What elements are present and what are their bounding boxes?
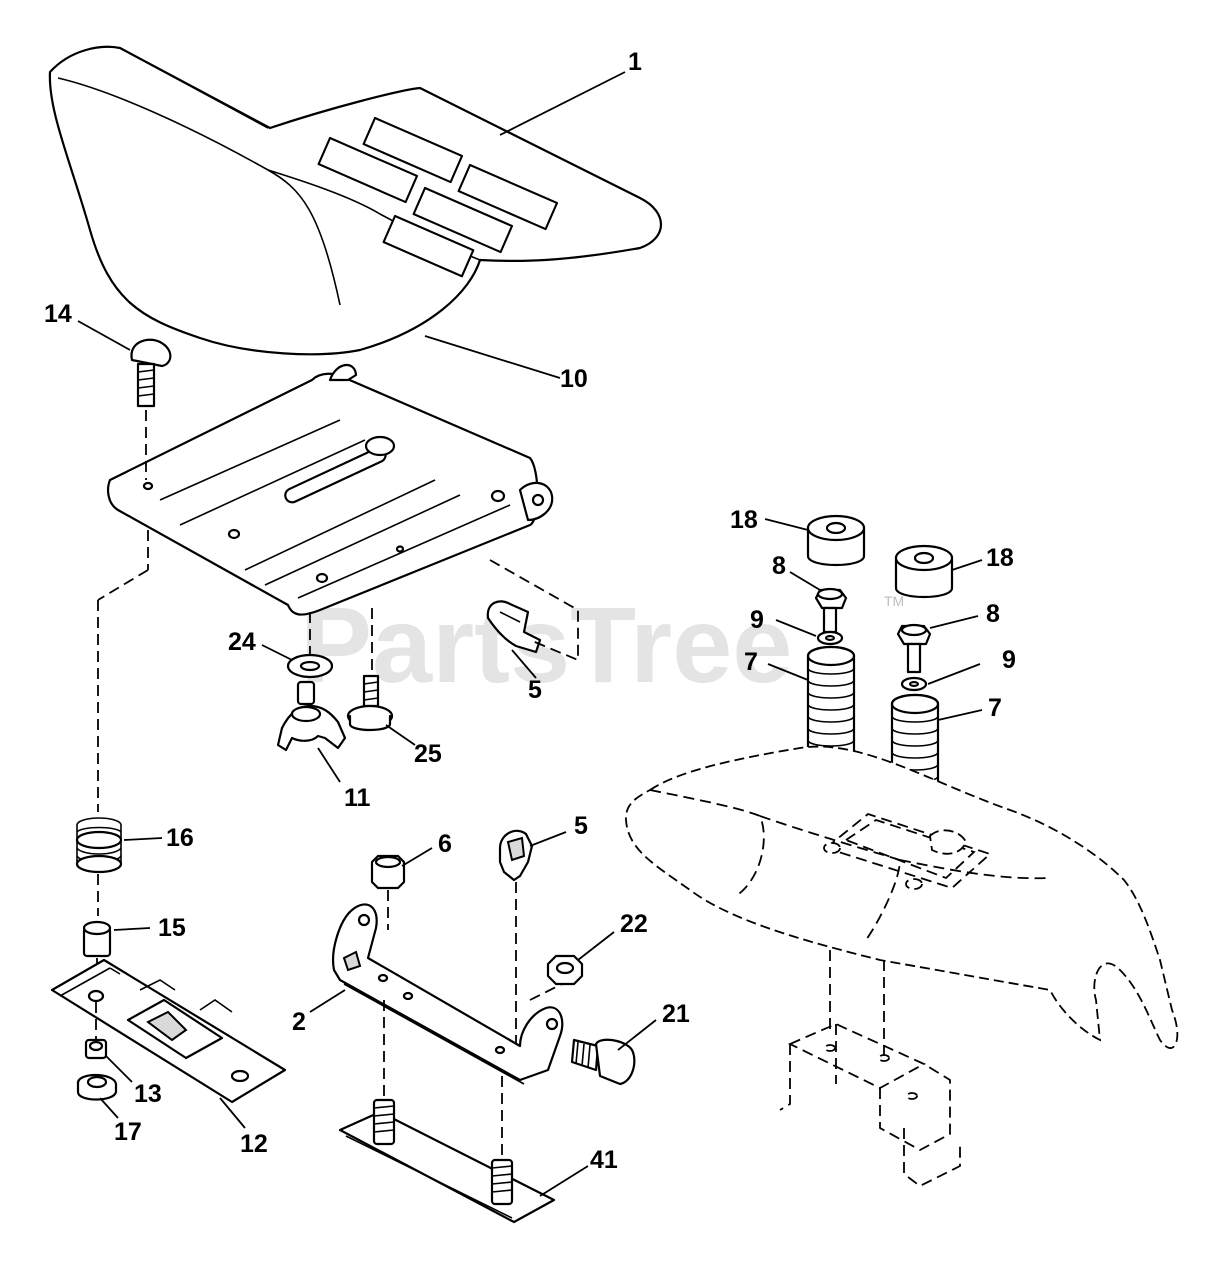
callout-12: 12 (240, 1130, 268, 1158)
part-nut-6 (370, 847, 433, 930)
callout-7-right: 7 (988, 694, 1002, 722)
part-bolt-8-left (789, 571, 848, 634)
callout-8-left: 8 (772, 552, 786, 580)
part-spring-16 (75, 530, 163, 916)
callout-5-lower: 5 (574, 812, 588, 840)
part-clip-lower (498, 829, 567, 1050)
part-stud-plate (338, 1098, 589, 1224)
part-washer-24 (261, 612, 334, 679)
part-shoulder-bolt (346, 608, 416, 746)
callout-labels: 1 14 10 24 5 25 11 16 15 13 17 12 6 5 2 … (44, 48, 1016, 1174)
callout-18-right: 18 (986, 544, 1014, 572)
part-nut-17 (76, 1073, 119, 1119)
callout-10: 10 (560, 365, 588, 393)
part-isolator-left (764, 514, 866, 566)
callout-41: 41 (590, 1146, 618, 1174)
callout-1: 1 (628, 48, 642, 76)
watermark-text: PartsTree (300, 584, 792, 705)
callout-25: 25 (414, 740, 442, 768)
callout-14: 14 (44, 300, 72, 328)
callout-9-left: 9 (750, 606, 764, 634)
part-bolt-21 (570, 1019, 657, 1086)
callout-21: 21 (662, 1000, 690, 1028)
part-bolt-8-right (896, 615, 979, 674)
callout-9-right: 9 (1002, 646, 1016, 674)
part-nut-22 (546, 931, 615, 986)
part-carriage-bolt (77, 320, 172, 480)
callout-7-left: 7 (744, 648, 758, 676)
callout-8-right: 8 (986, 600, 1000, 628)
callout-13: 13 (134, 1080, 162, 1108)
part-seat (48, 45, 663, 356)
callout-17: 17 (114, 1118, 142, 1146)
watermark-tm: TM (884, 593, 904, 609)
callout-15: 15 (158, 914, 186, 942)
callout-22: 22 (620, 910, 648, 938)
part-rear-fender (625, 745, 1179, 1188)
watermark: PartsTree TM (300, 584, 904, 705)
part-isolator-right (894, 544, 983, 598)
part-spacer-15 (82, 920, 151, 990)
part-washer-9-right (900, 663, 981, 692)
part-bracket-plate (50, 958, 287, 1129)
callout-2: 2 (292, 1008, 306, 1036)
part-nut-13 (84, 1038, 133, 1083)
callout-16: 16 (166, 824, 194, 852)
callout-11: 11 (344, 784, 371, 812)
part-clip-upper (486, 559, 579, 679)
part-knob (276, 680, 347, 783)
callout-24: 24 (228, 628, 256, 656)
callout-6: 6 (438, 830, 452, 858)
part-washer-9-left (775, 619, 844, 646)
part-mounting-bracket (309, 903, 581, 1160)
part-seat-pan (107, 335, 561, 616)
callout-18-left: 18 (730, 506, 758, 534)
callout-5-upper: 5 (528, 676, 542, 704)
